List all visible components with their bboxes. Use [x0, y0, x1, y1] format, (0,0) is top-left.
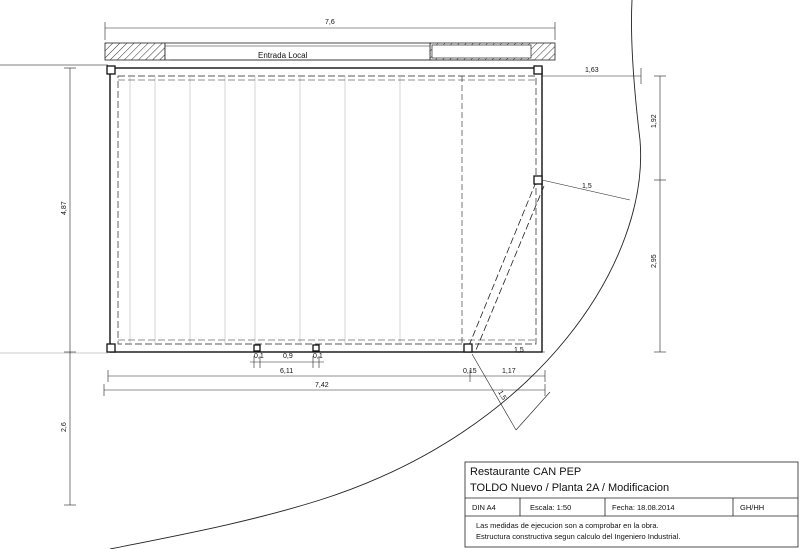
dim-left-vertical	[64, 67, 76, 506]
dim-top	[104, 22, 556, 40]
dim-right-offset-label: 1,63	[585, 67, 599, 74]
dim-post-gap-label: 0,9	[283, 353, 293, 360]
title-block-initials: GH/HH	[740, 503, 764, 512]
title-block-subtitle: TOLDO Nuevo / Planta 2A / Modificacion	[470, 482, 669, 494]
dim-post-a-label: 0,1	[254, 353, 264, 360]
building-wall	[104, 42, 556, 61]
dim-right-offset	[542, 68, 642, 84]
diagonal-brace	[467, 181, 545, 351]
title-block-note1: Las medidas de ejecucion son a comprobar…	[476, 521, 659, 530]
dim-right-vertical	[654, 75, 666, 353]
dim-right-upper-label: 1,92	[651, 114, 658, 128]
title-block-scale: Escala: 1:50	[530, 503, 571, 512]
dim-left-height-label: 4,87	[61, 201, 68, 215]
dim-diag-lower	[471, 353, 551, 431]
entrance-label: Entrada Local	[258, 51, 308, 60]
title-block-note2: Estructura constructiva segun calculo de…	[476, 532, 680, 541]
dim-diagonal	[541, 179, 631, 201]
awning-inner-frame	[117, 75, 537, 345]
dim-post-b-label: 0,1	[313, 353, 323, 360]
title-block-format: DIN A4	[472, 503, 496, 512]
title-block	[464, 461, 799, 548]
dim-bottom	[103, 351, 546, 396]
awning-slats	[129, 76, 463, 344]
dim-inner-width-label: 6,11	[280, 368, 293, 375]
dim-diagonal-label: 1,5	[582, 183, 592, 190]
dim-diag-lower-label: 1,5	[496, 390, 507, 402]
dim-right-segment-label: 1,17	[502, 368, 516, 375]
posts	[106, 65, 543, 353]
title-block-title: Restaurante CAN PEP	[470, 466, 581, 478]
dim-corner-offset-label: 1,5	[514, 347, 524, 354]
dim-total-width-label: 7,42	[315, 382, 329, 389]
awning-frame	[109, 67, 543, 353]
dim-right-small-label: 0,15	[463, 368, 477, 375]
title-block-date: Fecha: 18.08.2014	[612, 503, 675, 512]
dim-right-lower-label: 2,95	[651, 254, 658, 268]
dim-left-lower-label: 2,6	[61, 422, 68, 432]
boundary-curve	[109, 0, 642, 549]
dim-top-label: 7,6	[325, 19, 335, 26]
